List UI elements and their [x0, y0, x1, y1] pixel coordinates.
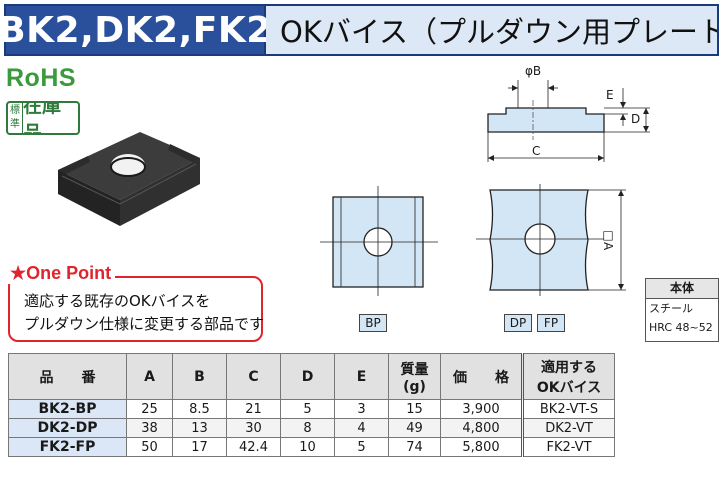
cell-C: 30 — [226, 418, 281, 438]
stock-badge-small: 標 準 — [8, 103, 23, 133]
page-title: OKバイス（プルダウン用プレート） — [266, 4, 719, 56]
fp-label: FP — [537, 314, 565, 332]
cell-mass: 15 — [388, 399, 441, 419]
cell-D: 5 — [280, 399, 335, 419]
one-point-box — [8, 276, 263, 342]
col-mass-2: (g) — [403, 378, 426, 395]
product-code-banner: BK2,DK2,FK2 — [0, 4, 271, 56]
col-B: B — [172, 353, 227, 400]
one-point-title: ★One Point — [6, 263, 116, 284]
dp-label: DP — [504, 314, 532, 332]
cell-mass: 49 — [388, 418, 441, 438]
cell-A: 50 — [126, 437, 173, 457]
cell-vise: BK2-VT-S — [521, 399, 615, 419]
cell-vise: FK2-VT — [521, 437, 615, 457]
dp-fp-top-view — [476, 184, 626, 296]
material-line-1: スチール — [649, 302, 693, 315]
dim-phiB-label: φB — [525, 64, 542, 78]
material-line-2: HRC 48~52 — [649, 321, 713, 334]
one-point-line-2: プルダウン仕様に変更する部品です — [24, 315, 265, 333]
bp-top-view — [320, 186, 438, 296]
dim-A-label: □A — [601, 228, 615, 251]
cell-E: 5 — [334, 437, 389, 457]
cell-A: 38 — [126, 418, 173, 438]
table-row: FK2-FP 50 17 42.4 10 5 74 5,800 FK2-VT — [8, 437, 615, 457]
material-box: 本体 スチール HRC 48~52 — [645, 278, 719, 342]
cell-D: 8 — [280, 418, 335, 438]
col-vise-1: 適用する — [541, 359, 597, 376]
cell-C: 42.4 — [226, 437, 281, 457]
stock-badge-char-1: 標 — [10, 105, 20, 116]
cell-B: 8.5 — [172, 399, 227, 419]
cell-C: 21 — [226, 399, 281, 419]
col-D: D — [280, 353, 335, 400]
dim-E-label: E — [606, 88, 614, 102]
standard-stock-badge: 標 準 在庫品 — [6, 101, 80, 135]
cell-E: 4 — [334, 418, 389, 438]
dim-C-label: C — [532, 144, 541, 158]
one-point-line-1: 適応する既存のOKバイスを — [24, 292, 211, 310]
bp-label: BP — [359, 314, 387, 332]
cell-A: 25 — [126, 399, 173, 419]
dim-D-label: D — [631, 112, 641, 126]
cell-mass: 74 — [388, 437, 441, 457]
col-mass: 質量 (g) — [388, 353, 441, 400]
table-header-row: 品 番 A B C D E 質量 (g) 価 格 適用する OKバイス — [8, 353, 615, 400]
spec-table: 品 番 A B C D E 質量 (g) 価 格 適用する OKバイス BK2-… — [8, 353, 615, 457]
col-price: 価 格 — [440, 353, 523, 400]
cell-model: BK2-BP — [8, 399, 127, 419]
col-A: A — [126, 353, 173, 400]
cell-D: 10 — [280, 437, 335, 457]
side-view-drawing — [487, 80, 650, 162]
table-row: DK2-DP 38 13 30 8 4 49 4,800 DK2-VT — [8, 418, 615, 438]
cell-B: 13 — [172, 418, 227, 438]
cell-E: 3 — [334, 399, 389, 419]
col-model: 品 番 — [8, 353, 127, 400]
material-header: 本体 — [646, 279, 718, 299]
cell-price: 4,800 — [440, 418, 523, 438]
cell-price: 3,900 — [440, 399, 523, 419]
col-vise: 適用する OKバイス — [521, 353, 615, 400]
cell-B: 17 — [172, 437, 227, 457]
cell-model: DK2-DP — [8, 418, 127, 438]
col-C: C — [226, 353, 281, 400]
stock-badge-label: 在庫品 — [23, 101, 62, 135]
cell-vise: DK2-VT — [521, 418, 615, 438]
rohs-badge: RoHS — [6, 64, 77, 92]
table-row: BK2-BP 25 8.5 21 5 3 15 3,900 BK2-VT-S — [8, 399, 615, 419]
product-photo — [58, 132, 200, 226]
cell-model: FK2-FP — [8, 437, 127, 457]
col-E: E — [334, 353, 389, 400]
col-vise-2: OKバイス — [536, 379, 602, 396]
col-mass-1: 質量 — [400, 361, 429, 378]
cell-price: 5,800 — [440, 437, 523, 457]
stock-badge-char-2: 準 — [10, 119, 20, 130]
